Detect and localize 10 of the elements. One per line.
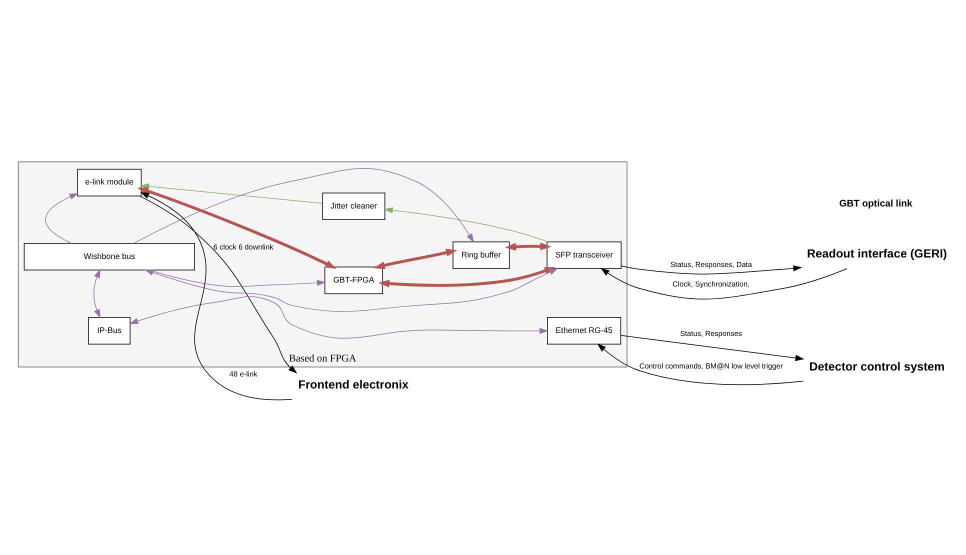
- edge-label: 48 e-link: [229, 369, 258, 378]
- edge-label: 6 clock 6 downlink: [213, 242, 274, 251]
- edge-label: Status, Responses, Data: [670, 260, 752, 269]
- edge-label: Clock, Synchronization,: [672, 278, 750, 288]
- edge-label: Status, Responses: [680, 328, 742, 338]
- edge-label: Control commands, BM@N low level trigger: [639, 361, 783, 370]
- label: GBT optical link: [839, 198, 912, 210]
- node-text: Detector control system: [809, 359, 945, 374]
- node-text: Frontend electronix: [298, 376, 409, 391]
- node-text: Readout interface (GERI): [807, 246, 948, 260]
